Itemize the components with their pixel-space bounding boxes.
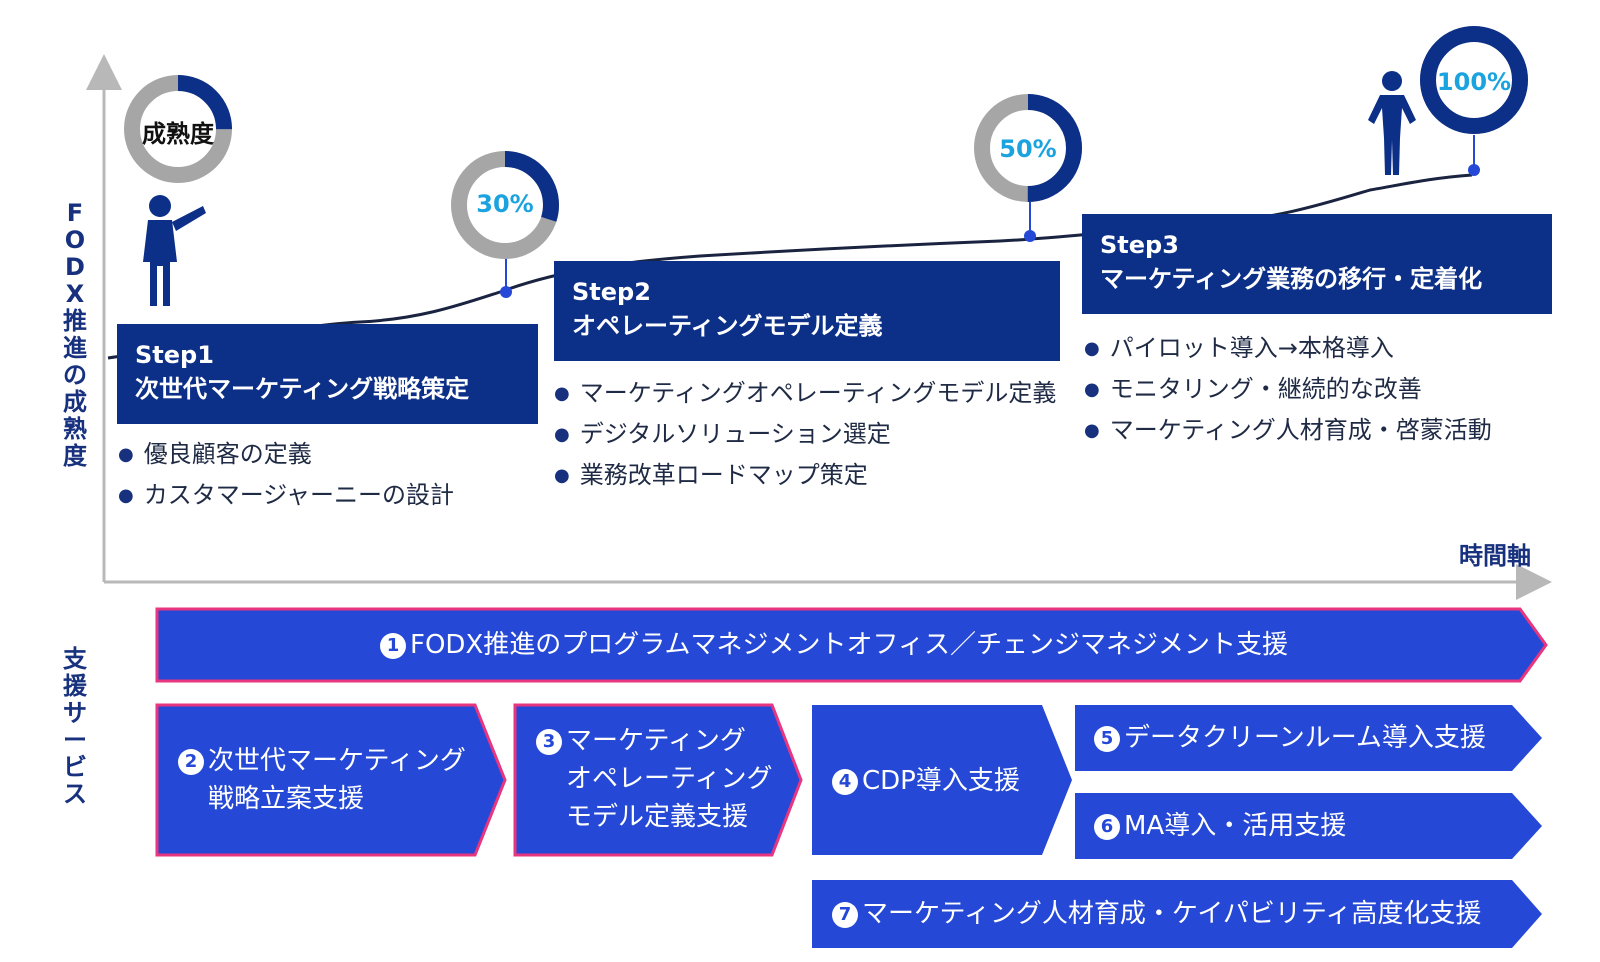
service-6-line-1: MA導入・活用支援 (1124, 811, 1347, 841)
person-pointing-icon (143, 195, 206, 306)
step1-bullets: 優良顧客の定義 カスタマージャーニーの設計 (118, 435, 454, 517)
pin-30-dot (500, 286, 512, 298)
service-1-shape (155, 607, 1548, 683)
list-item: 業務改革ロードマップ策定 (554, 456, 1056, 497)
service-6-shape (1075, 793, 1542, 859)
list-item: パイロット導入→本格導入 (1084, 329, 1492, 370)
service-6-number: 6 (1094, 814, 1120, 840)
donut-fill-1 (124, 75, 232, 183)
service-3-shape (513, 703, 803, 857)
step1-subtitle: 次世代マーケティング戦略策定 (135, 375, 470, 403)
step3-title: Step3 (1100, 231, 1179, 259)
support-services-label: 支援サービス (63, 645, 87, 808)
service-7-number: 7 (832, 902, 858, 928)
service-7-shape (812, 880, 1542, 948)
list-item: 優良顧客の定義 (118, 435, 454, 476)
service-5-number: 5 (1094, 726, 1120, 752)
step3-bullets: パイロット導入→本格導入 モニタリング・継続的な改善 マーケティング人材育成・啓… (1084, 329, 1492, 452)
person-standing-icon (1368, 71, 1416, 175)
service-3-line-1: マーケティング (566, 726, 746, 756)
pin-100-dot (1468, 164, 1480, 176)
service-5-shape (1075, 705, 1542, 771)
donut-label-100: 100% (1436, 68, 1512, 96)
list-item: モニタリング・継続的な改善 (1084, 370, 1492, 411)
list-item: デジタルソリューション選定 (554, 415, 1056, 456)
step2-bullets: マーケティングオペレーティングモデル定義 デジタルソリューション選定 業務改革ロ… (554, 374, 1057, 497)
step1-box: Step1 次世代マーケティング戦略策定 (117, 324, 538, 424)
service-2-line-2: 戦略立案支援 (208, 784, 365, 814)
service-4-shape (812, 705, 1072, 855)
service-2-shape (155, 703, 507, 857)
donut-fill-3 (974, 94, 1082, 202)
service-1-line-1: FODX推進のプログラムマネジメントオフィス／チェンジマネジメント支援 (410, 630, 1288, 660)
list-item: マーケティングオペレーティングモデル定義 (554, 374, 1057, 415)
service-7-line-1: マーケティング人材育成・ケイパビリティ高度化支援 (862, 899, 1482, 929)
donut-fill-2 (451, 151, 559, 259)
donut-label-30: 30% (476, 190, 534, 218)
service-3-number: 3 (536, 729, 562, 755)
list-item: マーケティング人材育成・啓蒙活動 (1084, 411, 1492, 452)
step1-title: Step1 (135, 341, 214, 369)
pin-50-dot (1024, 230, 1036, 242)
maturity-curve (107, 173, 1473, 360)
service-3-line-3: モデル定義支援 (566, 802, 749, 832)
service-3-line-2: オペレーティング (566, 764, 773, 794)
step2-box: Step2 オペレーティングモデル定義 (554, 261, 1060, 361)
list-item: カスタマージャーニーの設計 (118, 476, 454, 517)
service-2-line-1: 次世代マーケティング (208, 746, 466, 776)
step2-subtitle: オペレーティングモデル定義 (572, 312, 883, 340)
step3-subtitle: マーケティング業務の移行・定着化 (1100, 265, 1483, 293)
step3-box: Step3 マーケティング業務の移行・定着化 (1082, 214, 1552, 314)
service-4-number: 4 (832, 769, 858, 795)
service-2-number: 2 (178, 749, 204, 775)
x-axis-label: 時間軸 (1459, 542, 1531, 570)
service-4-line-1: CDP導入支援 (862, 766, 1020, 796)
donut-label-50: 50% (999, 135, 1057, 163)
donut-fill-4 (1420, 26, 1528, 134)
donut-label-maturity: 成熟度 (142, 120, 214, 148)
service-1-number: 1 (380, 633, 406, 659)
service-5-line-1: データクリーンルーム導入支援 (1124, 723, 1486, 753)
step2-title: Step2 (572, 278, 651, 306)
